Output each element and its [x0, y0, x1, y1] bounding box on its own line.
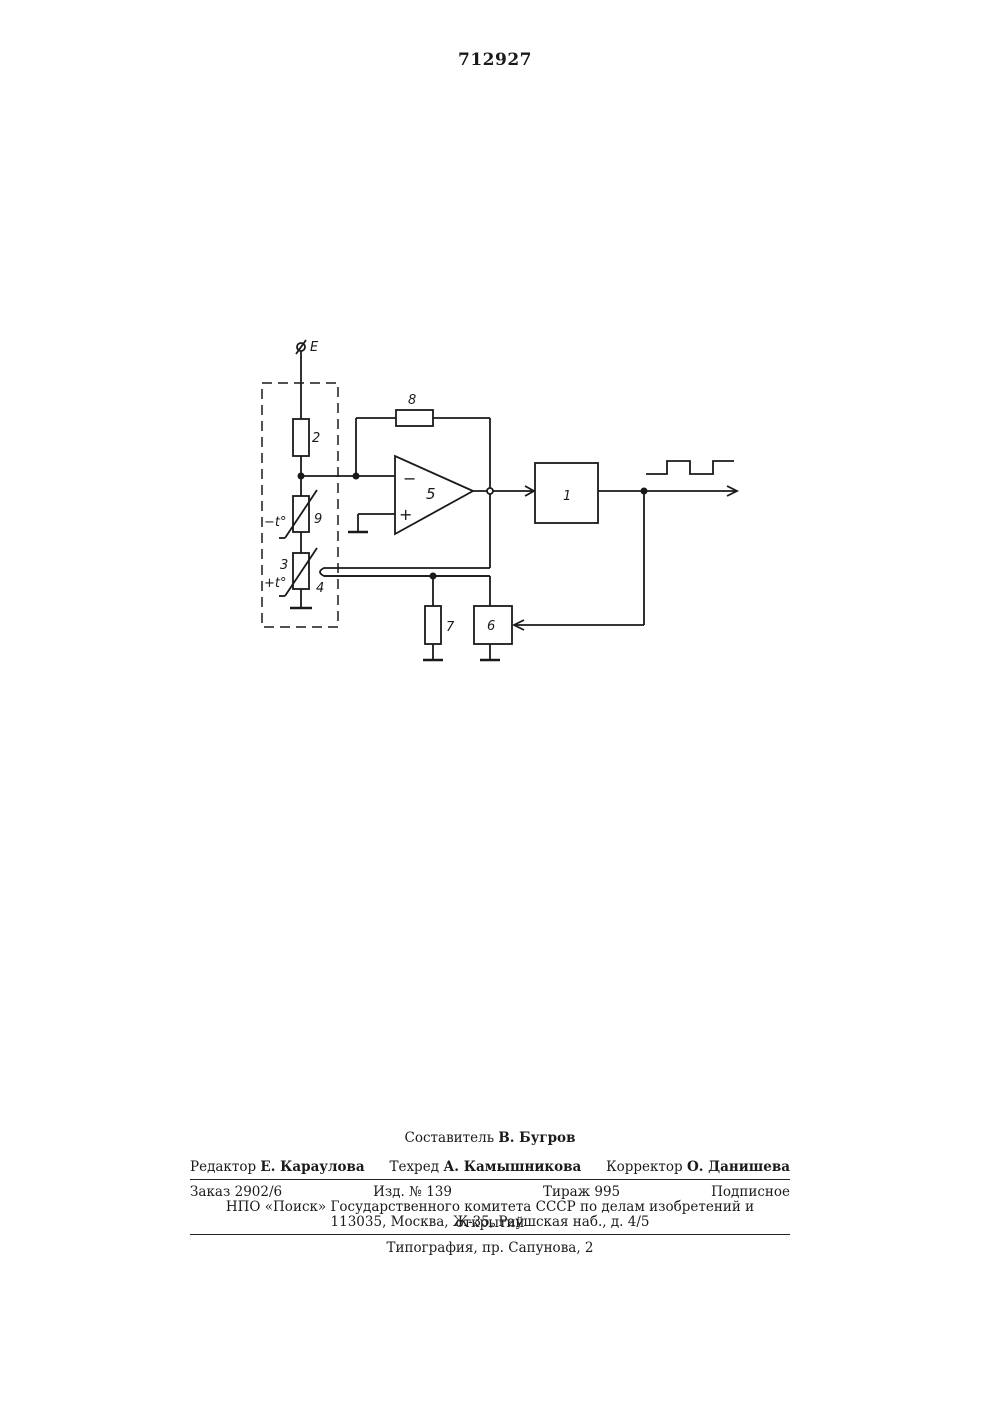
divider-bottom — [190, 1234, 790, 1235]
label-pos-temp: +t° — [264, 576, 287, 591]
label-plus: + — [399, 505, 412, 524]
editor-credit: Редактор Е. Караулова — [190, 1159, 365, 1175]
label-minus: − — [403, 469, 416, 488]
divider-top — [190, 1179, 790, 1180]
subscription: Подписное — [711, 1184, 790, 1200]
resistor-8 — [396, 410, 433, 426]
label-9: 9 — [314, 512, 322, 527]
editor-name: Е. Караулова — [260, 1159, 364, 1175]
label-2: 2 — [312, 431, 320, 446]
printing-house: Типография, пр. Сапунова, 2 — [190, 1240, 790, 1256]
circulation: Тираж 995 — [543, 1184, 620, 1200]
heater-4 — [320, 568, 490, 576]
label-8: 8 — [408, 393, 416, 408]
circuit-diagram: E 2 8 9 −t° 3 +t° 4 5 − + 1 7 6 — [0, 0, 1000, 760]
corrector-label: Корректор — [606, 1159, 683, 1175]
composer-label: Составитель — [405, 1130, 495, 1146]
supply-label: E — [310, 340, 319, 355]
techred-label: Техред — [389, 1159, 439, 1175]
amp-output-node — [487, 488, 493, 494]
node-junction-1 — [298, 473, 303, 478]
label-4: 4 — [316, 581, 324, 596]
resistor-2 — [293, 419, 309, 456]
label-3: 3 — [280, 558, 288, 573]
credits-line: Редактор Е. Караулова Техред А. Камышник… — [190, 1159, 790, 1175]
techred-credit: Техред А. Камышникова — [389, 1159, 581, 1175]
label-6: 6 — [487, 619, 495, 634]
corrector-name: О. Данишева — [687, 1159, 790, 1175]
output-waveform — [646, 461, 734, 474]
label-7: 7 — [446, 620, 455, 635]
techred-name: А. Камышникова — [443, 1159, 581, 1175]
label-5: 5 — [426, 485, 436, 503]
edition-number: Изд. № 139 — [373, 1184, 452, 1200]
resistor-7 — [425, 606, 441, 644]
order-number: Заказ 2902/6 — [190, 1184, 282, 1200]
composer-name: В. Бугров — [498, 1130, 575, 1146]
corrector-credit: Корректор О. Данишева — [606, 1159, 790, 1175]
composer-line: Составитель В. Бугров — [190, 1130, 790, 1146]
editor-label: Редактор — [190, 1159, 256, 1175]
address: 113035, Москва, Ж-35, Раушская наб., д. … — [190, 1214, 790, 1230]
label-1: 1 — [563, 489, 571, 504]
label-neg-temp: −t° — [264, 515, 287, 530]
order-line: Заказ 2902/6 Изд. № 139 Тираж 995 Подпис… — [190, 1184, 790, 1200]
